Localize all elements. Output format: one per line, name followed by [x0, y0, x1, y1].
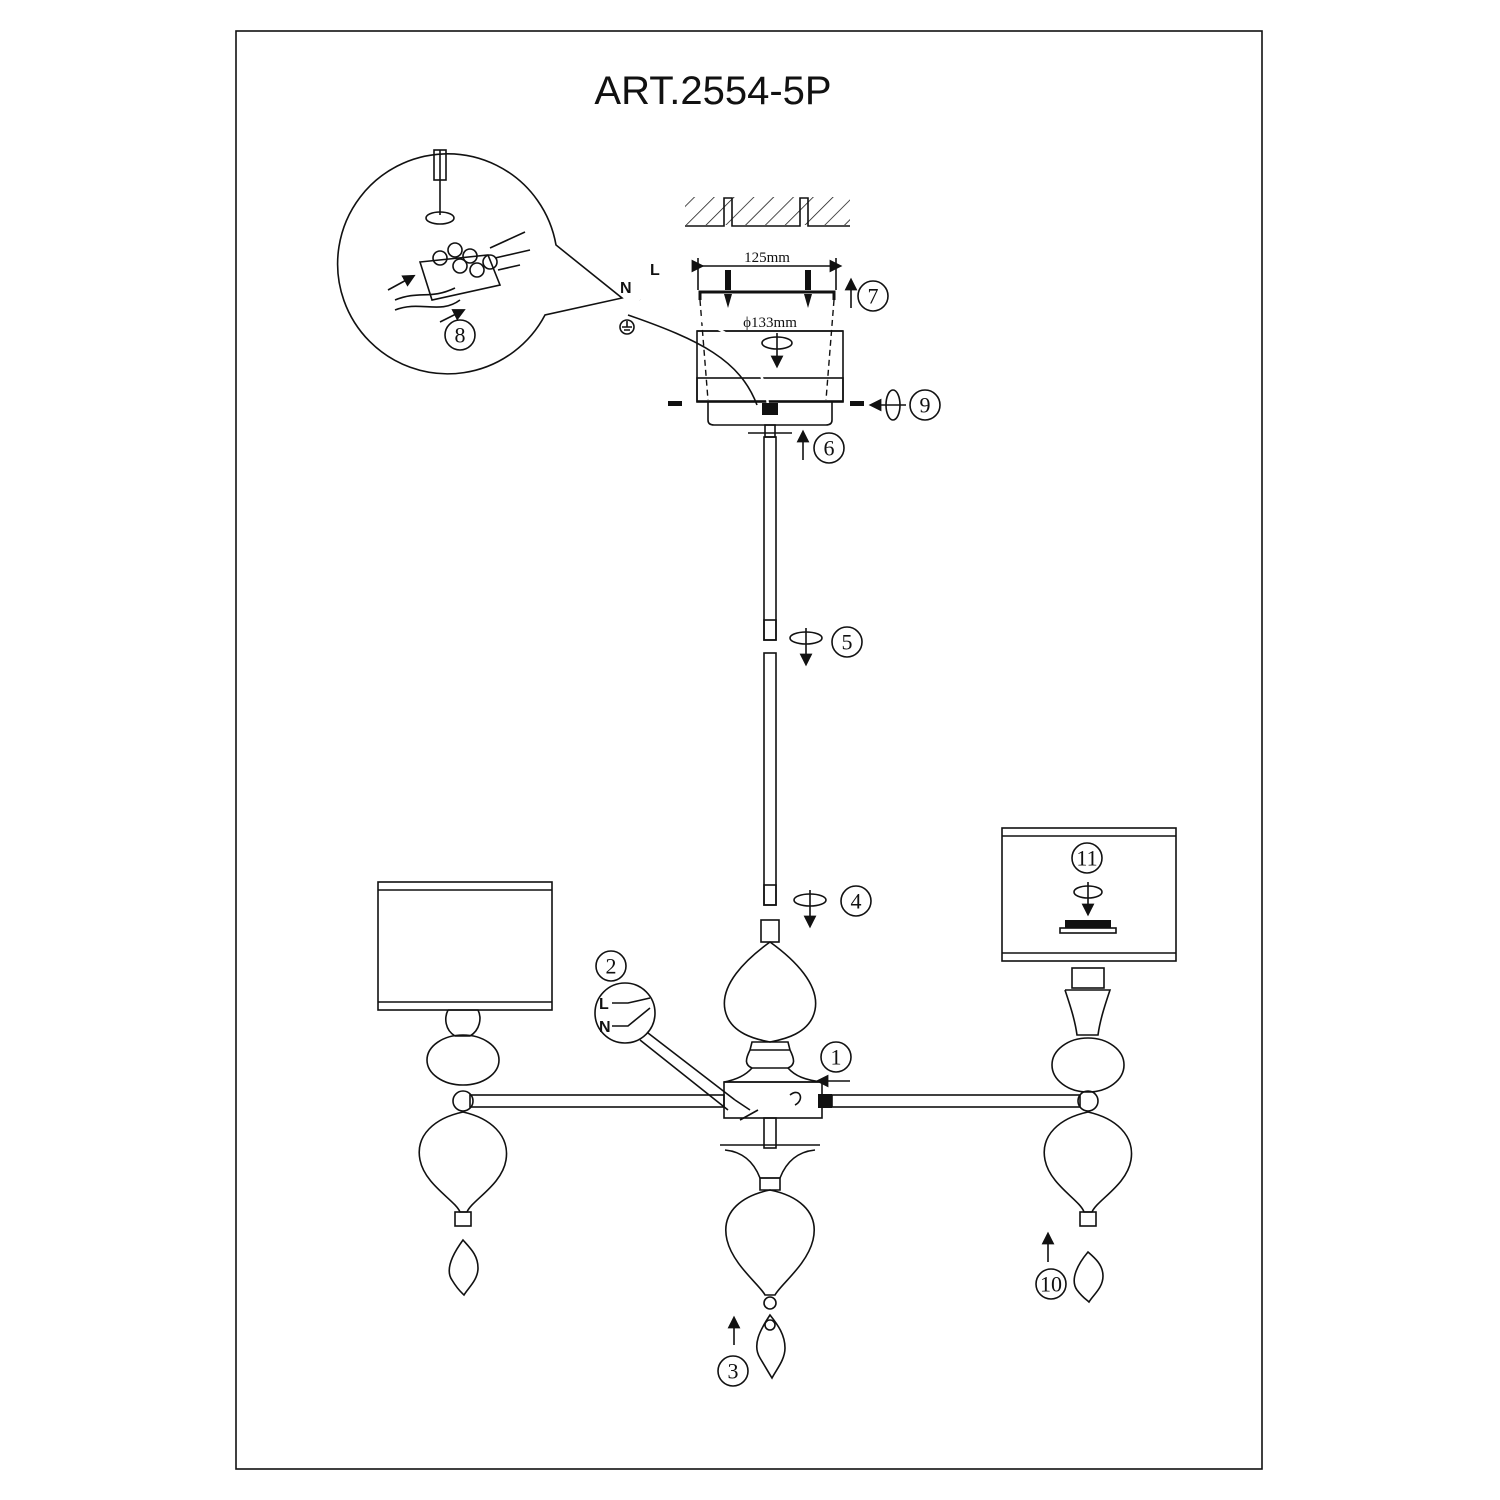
downrod: [748, 424, 792, 906]
svg-text:4: 4: [851, 889, 862, 914]
svg-text:7: 7: [868, 284, 879, 309]
page-frame: [235, 30, 1263, 1470]
step-8: 8: [444, 319, 476, 351]
step-11: 11: [1071, 842, 1103, 874]
canopy-diameter-label: ϕ133mm: [743, 315, 797, 331]
svg-text:10: 10: [1040, 1272, 1062, 1297]
right-lamp: [1001, 827, 1177, 1304]
left-lamp: [377, 881, 553, 1297]
ceiling: [685, 197, 850, 227]
terminal-block-detail: [336, 149, 624, 375]
step-2: 2: [595, 950, 627, 982]
step-9: 9: [909, 389, 941, 421]
connector-detail: [594, 982, 736, 1111]
step-10: 10: [1035, 1268, 1067, 1300]
step-4: 4: [840, 885, 872, 917]
step-1: 1: [820, 1041, 852, 1073]
svg-text:3: 3: [728, 1359, 739, 1384]
central-body: [720, 919, 832, 1380]
step-6: 6: [813, 432, 845, 464]
canopy: [627, 298, 864, 426]
mounting-bracket: [691, 258, 843, 308]
svg-text:11: 11: [1076, 846, 1097, 871]
wire-label-n: N: [620, 280, 632, 297]
svg-text:8: 8: [455, 323, 466, 348]
rotation-arrows: [789, 277, 906, 1088]
page-title: ART.2554-5P: [594, 69, 831, 113]
connector-label-n: N: [599, 1019, 611, 1036]
svg-text:1: 1: [831, 1045, 842, 1070]
ground-icon: [619, 319, 635, 335]
svg-text:5: 5: [842, 630, 853, 655]
svg-text:6: 6: [824, 436, 835, 461]
chandelier-arms: [469, 1094, 1081, 1108]
svg-text:2: 2: [606, 954, 617, 979]
bracket-width-label: 125mm: [744, 250, 790, 266]
svg-text:9: 9: [920, 393, 931, 418]
step-5: 5: [831, 626, 863, 658]
step-7: 7: [857, 280, 889, 312]
connector-label-l: L: [599, 996, 609, 1013]
wire-label-l: L: [650, 262, 660, 279]
step-3: 3: [717, 1355, 749, 1387]
